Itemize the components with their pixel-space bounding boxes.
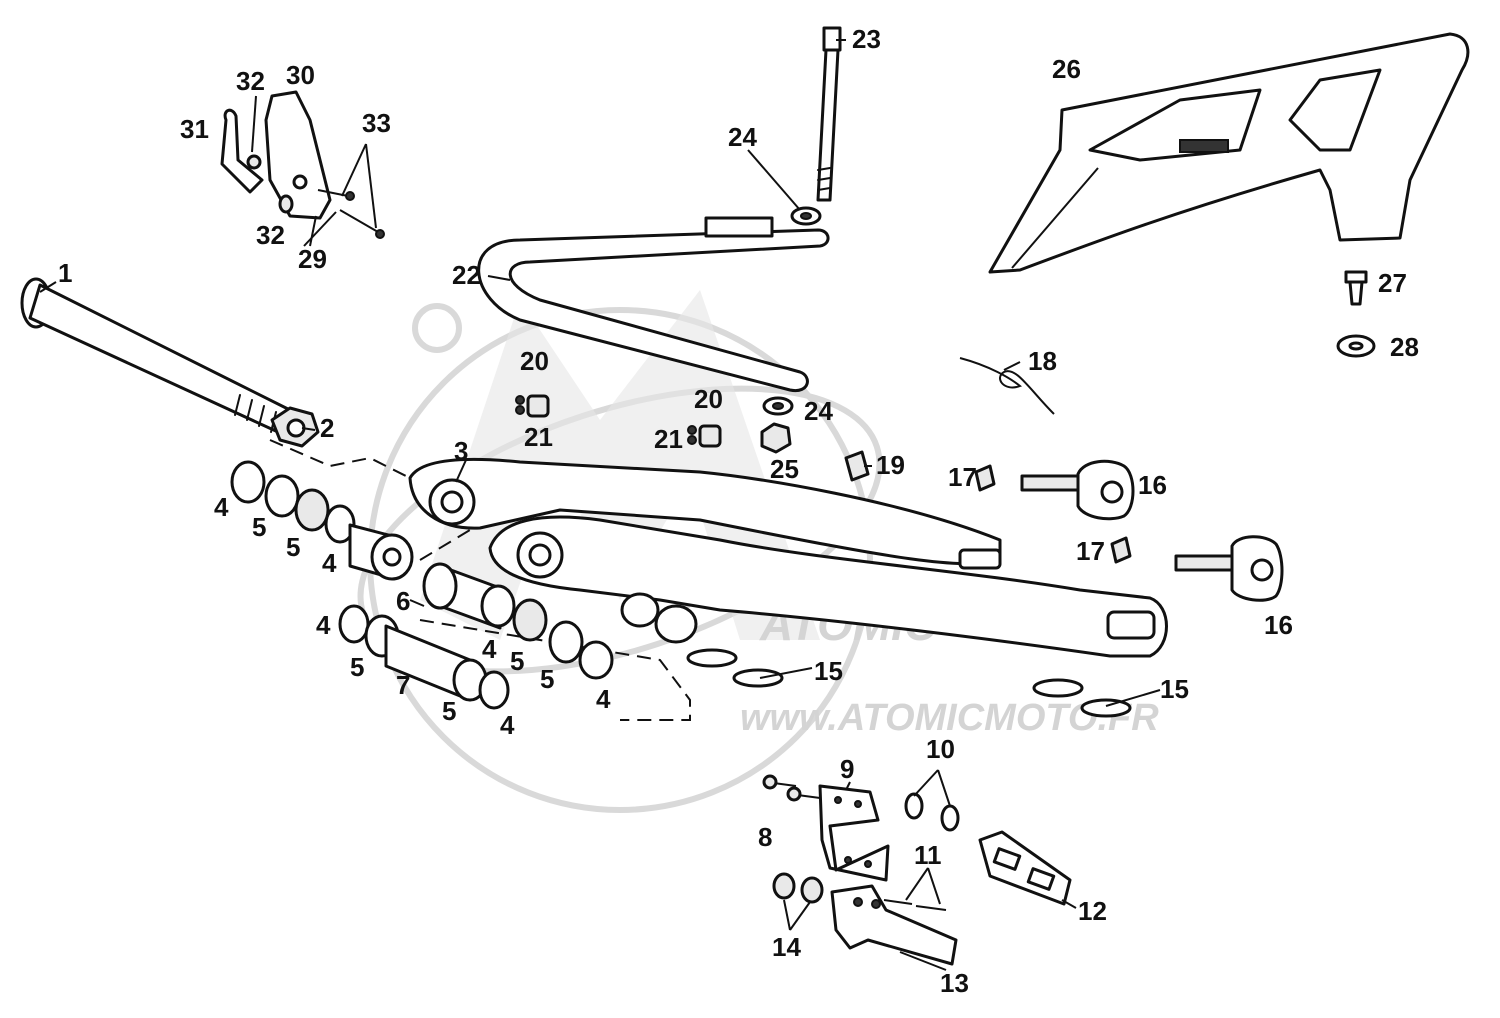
part-label: 24	[804, 396, 833, 426]
part-label: 27	[1378, 268, 1407, 298]
part-label: 5	[510, 646, 524, 676]
part-28-washer	[1336, 334, 1376, 358]
part-20-21-clips-left	[515, 394, 550, 418]
part-19-sleeve	[844, 450, 870, 482]
part-26-chain-guard	[988, 32, 1470, 274]
part-label: 30	[286, 60, 315, 90]
part-label: 5	[252, 512, 266, 542]
part-label: 5	[540, 664, 554, 694]
part-label: 4	[482, 634, 497, 664]
assembly-line-axle	[269, 439, 411, 479]
part-24-washers	[762, 206, 822, 416]
part-label: 21	[524, 422, 553, 452]
part-label: 28	[1390, 332, 1419, 362]
part-label: 2	[320, 413, 334, 443]
part-label: 25	[770, 454, 799, 484]
part-labels: 1 2 3 4 4 4 4 4 4 5 5 5 5 5 5 6 7 8 9 10…	[58, 24, 1419, 998]
part-20-21-clips-right	[687, 424, 722, 448]
part-18-spring-clip	[959, 357, 1055, 415]
part-label: 20	[694, 384, 723, 414]
part-13-slider	[830, 884, 958, 966]
part-label: 24	[728, 122, 757, 152]
part-8-screws	[762, 774, 821, 802]
part-label: 5	[350, 652, 364, 682]
part-label: 4	[316, 610, 331, 640]
part-label: 14	[772, 932, 801, 962]
part-25-nut	[760, 422, 792, 454]
part-label: 21	[654, 424, 683, 454]
part-label: 11	[914, 840, 942, 870]
part-31-plate	[220, 108, 264, 194]
part-label: 7	[396, 670, 410, 700]
part-label: 9	[840, 754, 854, 784]
part-16-adjusters	[1020, 459, 1284, 602]
part-14-nuts	[772, 872, 824, 904]
part-label: 32	[256, 220, 285, 250]
part-label: 10	[926, 734, 955, 764]
part-2-nut	[270, 406, 320, 448]
part-label: 29	[298, 244, 327, 274]
bearing-stack-middle	[422, 562, 614, 680]
part-label: 22	[452, 260, 481, 290]
part-11-screws	[883, 899, 947, 911]
bearing-stack-upper	[230, 460, 414, 581]
part-27-bolt	[1344, 270, 1368, 306]
part-label: 20	[520, 346, 549, 376]
part-17-nuts	[974, 464, 1132, 564]
part-15-pads	[686, 648, 1132, 718]
part-label: 32	[236, 66, 265, 96]
part-label: 12	[1078, 896, 1107, 926]
leader-lines	[39, 39, 1161, 971]
part-label: 4	[322, 548, 337, 578]
part-label: 3	[454, 436, 468, 466]
part-label: 8	[758, 822, 772, 852]
part-22-chain-guide	[477, 216, 830, 393]
part-label: 19	[876, 450, 905, 480]
part-label: 18	[1028, 346, 1057, 376]
part-label: 4	[596, 684, 611, 714]
part-12-guide-plate	[978, 830, 1072, 906]
part-1-axle	[20, 277, 292, 434]
part-23-bolt	[816, 26, 842, 202]
part-label: 15	[1160, 674, 1189, 704]
part-label: 1	[58, 258, 72, 288]
part-10-rings	[904, 792, 960, 832]
part-label: 17	[948, 462, 977, 492]
part-label: 4	[214, 492, 229, 522]
part-label: 5	[286, 532, 300, 562]
part-label: 16	[1138, 470, 1167, 500]
part-label: 33	[362, 108, 391, 138]
part-label: 26	[1052, 54, 1081, 84]
part-9-plate	[818, 784, 890, 882]
part-label: 17	[1076, 536, 1105, 566]
part-3-swingarm	[408, 457, 1168, 658]
part-label: 5	[442, 696, 456, 726]
part-label: 13	[940, 968, 969, 998]
part-label: 16	[1264, 610, 1293, 640]
part-label: 15	[814, 656, 843, 686]
bearing-stack-lower	[338, 604, 510, 710]
part-label: 31	[180, 114, 209, 144]
part-32-spacers	[246, 154, 294, 214]
part-label: 4	[500, 710, 515, 740]
part-30-bracket	[264, 90, 332, 220]
part-label: 23	[852, 24, 881, 54]
part-label: 6	[396, 586, 410, 616]
